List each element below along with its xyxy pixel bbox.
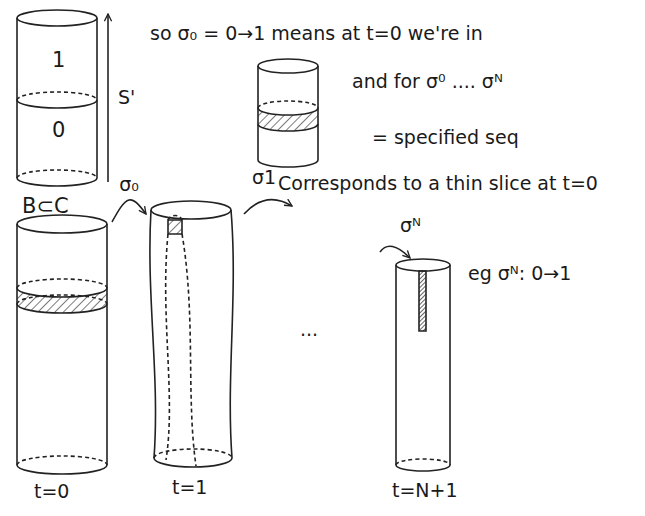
- cylinder-line: [166, 234, 196, 466]
- cylinder-line: [168, 216, 182, 221]
- note-text: S': [118, 86, 135, 109]
- cylinder-line: [17, 170, 97, 178]
- cylinder-line: [17, 92, 97, 100]
- cylinder-node: t=1: [146, 196, 240, 508]
- note-text: and for σ⁰ .... σᴺ: [352, 70, 503, 93]
- cylinder-line: [17, 304, 107, 313]
- cylinder-line: [419, 271, 426, 331]
- cylinder-line: [396, 459, 450, 465]
- cylinder-line: [17, 178, 97, 186]
- node-text: 1: [52, 48, 65, 73]
- note-text: Corresponds to a thin slice at t=0: [278, 172, 598, 195]
- node-text: t=1: [172, 476, 207, 499]
- cylinder-line: [17, 288, 107, 297]
- cylinder-line: [17, 215, 107, 233]
- cylinder-line: [17, 279, 107, 288]
- cylinder-line: [17, 100, 97, 108]
- cylinder-line: [17, 288, 107, 313]
- note-text: eg σᴺ: 0→1: [468, 262, 571, 285]
- note-text: σ1: [252, 166, 276, 189]
- cylinder-line: [150, 210, 233, 458]
- node-text: t=N+1: [392, 479, 458, 502]
- cylinder-line: [17, 10, 97, 26]
- cylinder-line: [396, 265, 450, 465]
- step-arrow: [112, 200, 146, 222]
- s1-arrow: [107, 14, 109, 182]
- note-text: ...: [300, 318, 318, 341]
- cylinder-line: [396, 259, 450, 271]
- cylinder-outline: [388, 255, 462, 510]
- cylinder-line: [396, 465, 450, 471]
- cylinder-node: t=0: [12, 210, 112, 510]
- note-text: σᴺ: [400, 214, 421, 237]
- cylinder-line: [17, 295, 107, 304]
- cylinder-line: [17, 456, 107, 465]
- node-text: t=0: [34, 480, 69, 503]
- slice-cylinder: [258, 59, 318, 167]
- step-arrow: [244, 200, 292, 214]
- cylinder-outline: [12, 210, 112, 510]
- step-arrow: [380, 246, 410, 258]
- cylinder-line: [151, 201, 231, 219]
- cylinder-line: [17, 18, 97, 178]
- cylinder-line: [168, 220, 182, 234]
- cylinder-line: [154, 449, 232, 458]
- node-text: 0: [52, 118, 65, 143]
- cylinder-node: t=N+1: [388, 255, 462, 510]
- cylinder-line: [17, 465, 107, 474]
- cylinder-node: 10B⊂C: [14, 8, 100, 230]
- note-text: so σ₀ = 0→1 means at t=0 we're in: [150, 22, 483, 45]
- cylinder-outline: [146, 196, 240, 508]
- cylinder-line: [17, 224, 107, 465]
- note-text: = specified seq: [372, 126, 519, 149]
- edge-label: σ₀: [119, 173, 139, 196]
